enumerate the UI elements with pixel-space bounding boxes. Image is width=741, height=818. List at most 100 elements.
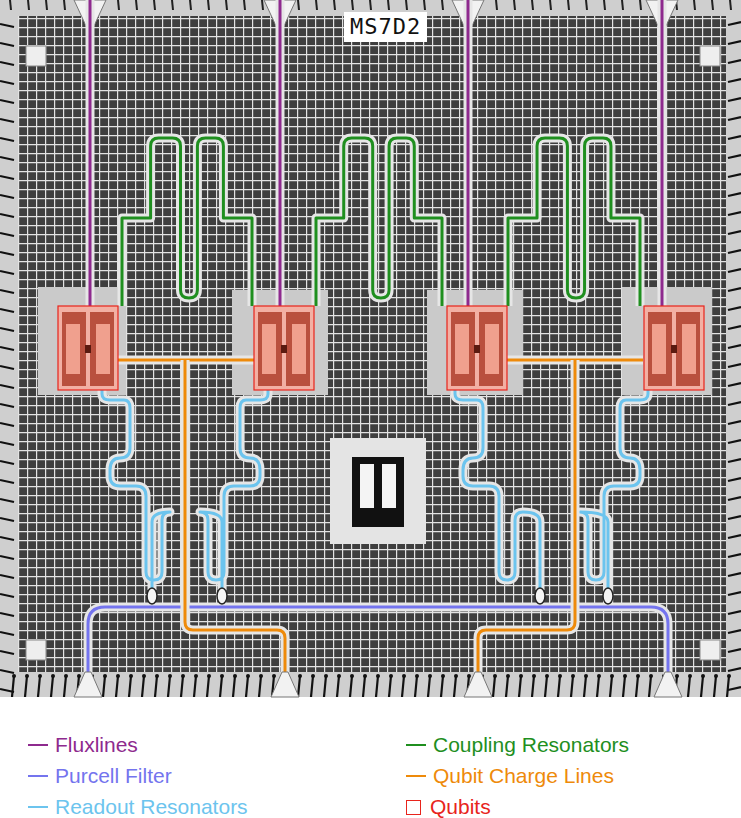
bond-wire <box>0 119 14 122</box>
bond-wire <box>389 676 391 697</box>
bond-wire <box>728 402 741 405</box>
purcell-pad <box>654 672 682 697</box>
readout-resonator <box>580 390 648 590</box>
bond-wire <box>493 676 495 697</box>
bond-wire <box>0 81 14 84</box>
bond-wire <box>0 328 14 331</box>
test-structure <box>382 464 396 508</box>
bond-wire <box>728 630 741 633</box>
bond-wire <box>311 676 313 697</box>
charge-line <box>478 360 575 697</box>
coupling-resonator-gap <box>122 138 252 306</box>
bond-dot <box>194 674 198 678</box>
bond-dot <box>467 674 471 678</box>
bond-dot <box>298 674 302 678</box>
bond-wire <box>712 0 713 10</box>
bond-wire <box>728 611 741 614</box>
test-structure <box>352 457 404 527</box>
bond-wire <box>142 676 144 697</box>
bond-dot <box>714 674 718 678</box>
bond-wire <box>118 0 119 10</box>
qubit-pad <box>66 324 80 374</box>
bond-wire <box>0 100 14 103</box>
bond-dot <box>246 674 250 678</box>
bond-wire <box>728 60 741 63</box>
bond-wire <box>728 592 741 595</box>
bond-wire <box>728 41 741 44</box>
fluxline <box>89 0 92 306</box>
bond-wire <box>728 478 741 481</box>
bond-wire <box>0 309 14 312</box>
legend-swatch <box>406 800 421 815</box>
bond-wire <box>558 676 560 697</box>
bond-wire <box>728 383 741 386</box>
bond-dot <box>597 674 601 678</box>
bond-wire <box>728 98 741 101</box>
bond-wire <box>728 421 741 424</box>
bond-wire <box>298 0 299 10</box>
qubit-island <box>232 290 328 395</box>
bond-wire <box>262 0 263 10</box>
bond-wire <box>728 535 741 538</box>
bond-wire <box>728 79 741 82</box>
bond-wire <box>728 440 741 443</box>
charge-line <box>185 360 285 697</box>
bond-dot <box>324 674 328 678</box>
bond-wire <box>116 676 118 697</box>
qubit-pad <box>676 312 700 386</box>
bond-wire <box>0 385 14 388</box>
bond-wire <box>154 0 155 10</box>
chip-frame <box>0 0 741 697</box>
readout-resonator-gap <box>455 390 540 590</box>
coupling-resonator <box>508 138 640 306</box>
bond-wire <box>728 326 741 329</box>
legend-swatch <box>406 775 426 777</box>
readout-coupler <box>217 588 227 604</box>
bond-wire <box>728 364 741 367</box>
legend-entry: Fluxlines <box>28 731 138 759</box>
bond-wire <box>259 676 261 697</box>
bond-dot <box>389 674 393 678</box>
test-structure <box>360 464 374 508</box>
bond-wire <box>0 233 14 236</box>
charge-line-gap <box>478 360 575 697</box>
qubit-pad <box>292 324 306 374</box>
alignment-mark <box>26 640 46 660</box>
bond-wire <box>584 676 586 697</box>
bond-wire <box>514 0 515 10</box>
bond-wire <box>0 442 14 445</box>
bond-wire <box>728 288 741 291</box>
bond-wire <box>728 307 741 310</box>
bond-dot <box>129 674 133 678</box>
bond-dot <box>64 674 68 678</box>
coupling-resonator <box>122 138 252 306</box>
legend-text: Fluxlines <box>55 732 138 758</box>
legend-swatch <box>28 775 48 777</box>
bond-dot <box>142 674 146 678</box>
qubit-pad <box>455 324 469 374</box>
bond-wire <box>233 676 235 697</box>
charge-line-gap <box>185 360 285 697</box>
purcell-filter-gap <box>88 607 668 697</box>
purcell-pad <box>74 672 102 697</box>
bond-dot <box>12 674 16 678</box>
bond-wire <box>10 0 11 10</box>
bond-wire <box>0 423 14 426</box>
bond-wire <box>728 136 741 139</box>
bond-wire <box>728 345 741 348</box>
bond-wire <box>0 499 14 502</box>
qubit-pad <box>96 324 110 374</box>
bond-wire <box>388 0 389 10</box>
bond-dot <box>51 674 55 678</box>
bond-wire <box>190 0 191 10</box>
bond-wire <box>0 290 14 293</box>
bond-wire <box>506 676 508 697</box>
bond-wire <box>402 676 404 697</box>
bond-dot <box>168 674 172 678</box>
bond-wire <box>298 676 300 697</box>
bond-dot <box>519 674 523 678</box>
alignment-mark <box>700 640 720 660</box>
qubit <box>58 306 118 390</box>
bond-wire <box>194 676 196 697</box>
